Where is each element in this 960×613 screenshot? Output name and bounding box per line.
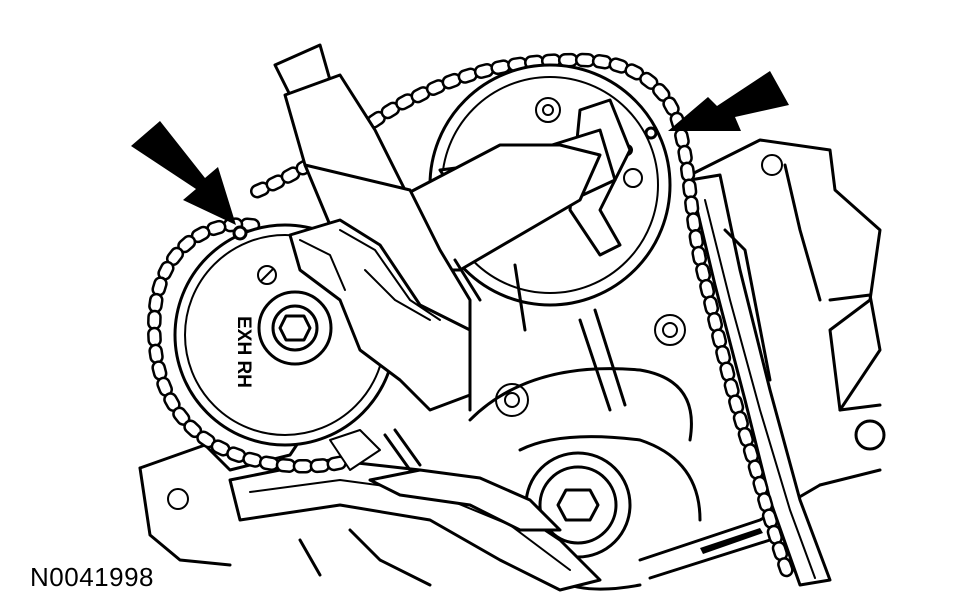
chain-link — [148, 343, 164, 365]
chain-link — [686, 212, 702, 233]
chain-link — [147, 326, 162, 348]
intake-mark-arrow — [668, 71, 789, 131]
tensioner-arm — [228, 458, 822, 592]
chain-link — [682, 178, 698, 199]
chain-link — [679, 161, 696, 183]
chain-link — [147, 309, 162, 331]
chain-link — [688, 229, 705, 250]
right-chain-guide — [688, 173, 832, 587]
chain-link — [309, 458, 331, 474]
chain-link — [684, 195, 700, 216]
engine-block — [138, 138, 886, 567]
exhaust-timing-mark — [232, 225, 248, 241]
exhaust-mark-arrow — [131, 121, 236, 225]
figure-id-label: N0041998 — [30, 562, 154, 592]
chain-link — [275, 457, 297, 473]
intake-timing-mark — [644, 126, 658, 140]
chain-link — [292, 458, 314, 474]
chain-link — [777, 557, 794, 578]
sprocket-marking-text: EXH RH — [233, 316, 254, 388]
camshaft-alignment-tool — [273, 43, 602, 472]
chain-link — [574, 52, 596, 68]
